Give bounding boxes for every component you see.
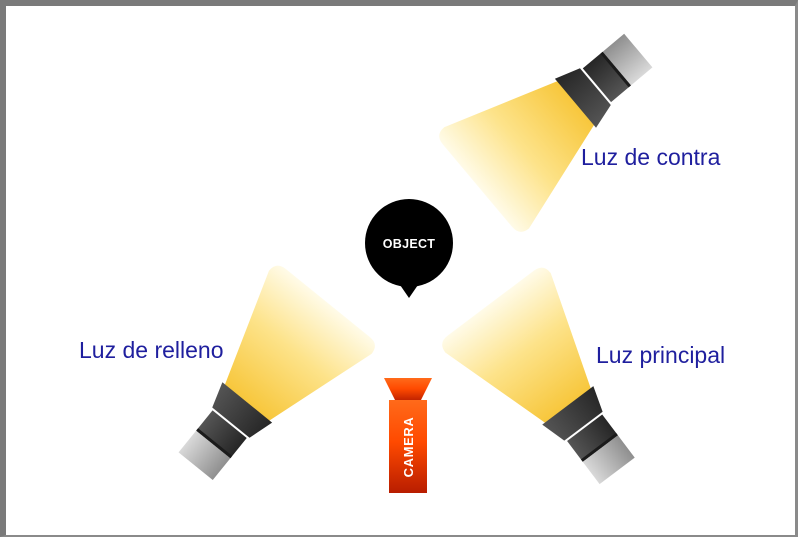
fill-light-spotlight-icon (144, 261, 380, 508)
back-light-spotlight-icon (434, 0, 681, 237)
camera-icon: CAMERA (384, 378, 432, 493)
object-icon: OBJECT (365, 199, 453, 298)
camera-label: CAMERA (401, 417, 416, 478)
object-label: OBJECT (383, 237, 436, 251)
back-light-label: Luz de contra (581, 144, 721, 170)
fill-light-label: Luz de relleno (79, 337, 224, 363)
key-light-label: Luz principal (596, 342, 726, 368)
key-light-spotlight-icon (438, 263, 670, 511)
